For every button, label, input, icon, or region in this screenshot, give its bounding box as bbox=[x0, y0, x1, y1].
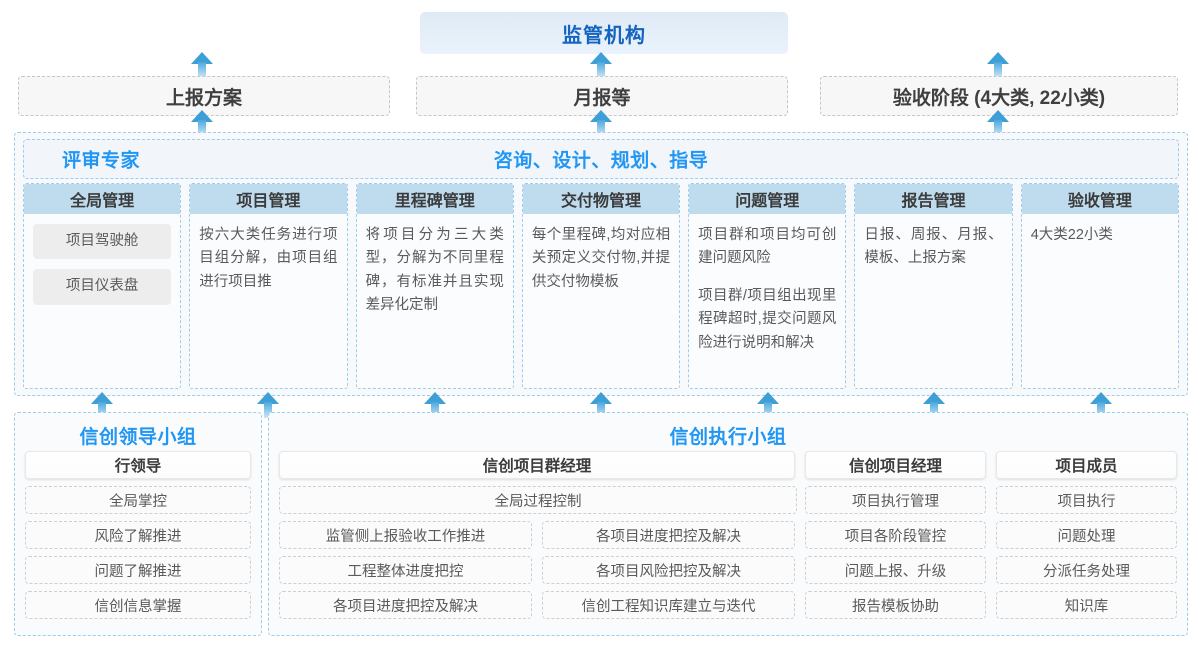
column-title: 问题管理 bbox=[689, 184, 846, 214]
arrow-up-report-0 bbox=[191, 52, 213, 78]
report-box-label: 验收阶段 (4大类, 22小类) bbox=[892, 87, 1106, 109]
list-item[interactable]: 各项目进度把控及解决 bbox=[542, 521, 795, 549]
arrow-up-col-0 bbox=[91, 392, 113, 418]
column-paragraph: 按六大类任务进行项目组分解，由项目组进行项目推 bbox=[199, 227, 338, 290]
project-member-column: 项目成员 项目执行 问题处理 分派任务处理 知识库 bbox=[996, 451, 1177, 619]
list-item[interactable]: 信创工程知识库建立与迭代 bbox=[542, 591, 795, 619]
leadership-group-panel: 信创领导小组 行领导 全局掌控 风险了解推进 问题了解推进 信创信息掌握 bbox=[14, 412, 262, 636]
arrow-up-col-1 bbox=[257, 392, 279, 418]
column-paragraph: 日报、周报、月报、模板、上报方案 bbox=[864, 227, 1003, 267]
column-title: 验收管理 bbox=[1021, 184, 1178, 214]
list-item[interactable]: 监管侧上报验收工作推进 bbox=[279, 521, 532, 549]
arrow-up-mid-to-report-1 bbox=[590, 110, 612, 136]
list-item[interactable]: 项目执行管理 bbox=[805, 486, 986, 514]
arrow-up-mid-to-report-2 bbox=[987, 110, 1009, 136]
capability-column-global[interactable]: 全局管理 项目驾驶舱 项目仪表盘 bbox=[23, 183, 182, 389]
capability-column-milestone[interactable]: 里程碑管理 将项目分为三大类型，分解为不同里程碑，有标准并且实现差异化定制 bbox=[355, 183, 514, 389]
role-header-program-manager[interactable]: 信创项目群经理 bbox=[279, 451, 795, 479]
column-body: 日报、周报、月报、模板、上报方案 bbox=[855, 214, 1011, 388]
column-paragraph: 将项目分为三大类型，分解为不同里程碑，有标准并且实现差异化定制 bbox=[365, 227, 504, 314]
column-paragraph: 每个里程碑,均对应相关预定义交付物,并提供交付物模板 bbox=[531, 227, 671, 290]
report-box-label: 上报方案 bbox=[165, 87, 242, 109]
capability-column-report[interactable]: 报告管理 日报、周报、月报、模板、上报方案 bbox=[854, 183, 1013, 389]
duty-row: 监管侧上报验收工作推进 各项目进度把控及解决 bbox=[279, 521, 795, 549]
banner-review-experts: 评审专家 bbox=[62, 150, 141, 172]
capability-column-acceptance[interactable]: 验收管理 4大类22小类 bbox=[1020, 183, 1179, 389]
chip-item[interactable]: 项目驾驶舱 bbox=[33, 224, 172, 260]
list-item[interactable]: 项目执行 bbox=[996, 486, 1177, 514]
arrow-up-mid-to-report-0 bbox=[191, 110, 213, 136]
list-item[interactable]: 问题上报、升级 bbox=[805, 556, 986, 584]
leadership-group-stack: 行领导 全局掌控 风险了解推进 问题了解推进 信创信息掌握 bbox=[25, 451, 251, 626]
list-item[interactable]: 项目各阶段管控 bbox=[805, 521, 986, 549]
column-title: 里程碑管理 bbox=[356, 184, 513, 214]
role-header-project-manager[interactable]: 信创项目经理 bbox=[805, 451, 986, 479]
list-item[interactable]: 报告模板协助 bbox=[805, 591, 986, 619]
list-item[interactable]: 工程整体进度把控 bbox=[279, 556, 532, 584]
column-body: 将项目分为三大类型，分解为不同里程碑，有标准并且实现差异化定制 bbox=[357, 214, 513, 388]
list-item[interactable]: 信创信息掌握 bbox=[25, 591, 251, 619]
role-header-bank-leader[interactable]: 行领导 bbox=[25, 451, 251, 479]
capability-column-issue[interactable]: 问题管理 项目群和项目均可创建问题风险 项目群/项目组出现里程碑超时,提交问题风… bbox=[688, 183, 847, 389]
column-paragraph: 项目群和项目均可创建问题风险 bbox=[698, 227, 837, 267]
report-box-label: 月报等 bbox=[573, 87, 631, 109]
list-item[interactable]: 分派任务处理 bbox=[996, 556, 1177, 584]
project-manager-column: 信创项目经理 项目执行管理 项目各阶段管控 问题上报、升级 报告模板协助 bbox=[805, 451, 986, 619]
column-paragraph: 4大类22小类 bbox=[1030, 227, 1113, 243]
list-item[interactable]: 全局过程控制 bbox=[279, 486, 797, 514]
arrow-up-report-1 bbox=[590, 52, 612, 78]
regulator-label: 监管机构 bbox=[562, 24, 646, 47]
list-item[interactable]: 知识库 bbox=[996, 591, 1177, 619]
arrow-up-col-2 bbox=[424, 392, 446, 418]
capability-banner: 评审专家 咨询、设计、规划、指导 bbox=[23, 139, 1179, 179]
duty-row: 工程整体进度把控 各项目风险把控及解决 bbox=[279, 556, 795, 584]
capability-panel: 评审专家 咨询、设计、规划、指导 全局管理 项目驾驶舱 项目仪表盘 项目管理 按… bbox=[14, 132, 1188, 396]
column-title: 交付物管理 bbox=[522, 184, 680, 214]
column-body: 4大类22小类 bbox=[1022, 214, 1178, 388]
leadership-group-title: 信创领导小组 bbox=[79, 427, 197, 448]
role-header-project-member[interactable]: 项目成员 bbox=[996, 451, 1177, 479]
column-title: 项目管理 bbox=[190, 184, 347, 214]
execution-group-grid: 信创项目群经理 全局过程控制 监管侧上报验收工作推进 各项目进度把控及解决 工程… bbox=[279, 451, 1177, 619]
column-body: 项目驾驶舱 项目仪表盘 bbox=[24, 214, 180, 388]
column-body: 按六大类任务进行项目组分解，由项目组进行项目推 bbox=[190, 214, 346, 388]
list-item[interactable]: 风险了解推进 bbox=[25, 521, 251, 549]
column-paragraph: 项目群/项目组出现里程碑超时,提交问题风险进行说明和解决 bbox=[698, 287, 837, 351]
arrow-up-col-3 bbox=[590, 392, 612, 418]
list-item[interactable]: 问题了解推进 bbox=[25, 556, 251, 584]
banner-consulting: 咨询、设计、规划、指导 bbox=[493, 150, 709, 172]
column-title: 全局管理 bbox=[24, 184, 181, 214]
arrow-up-col-5 bbox=[923, 392, 945, 418]
arrow-up-col-4 bbox=[757, 392, 779, 418]
column-body: 项目群和项目均可创建问题风险 项目群/项目组出现里程碑超时,提交问题风险进行说明… bbox=[689, 214, 845, 388]
report-box-acceptance: 验收阶段 (4大类, 22小类) bbox=[820, 76, 1178, 116]
program-manager-column: 信创项目群经理 全局过程控制 监管侧上报验收工作推进 各项目进度把控及解决 工程… bbox=[279, 451, 797, 619]
list-item[interactable]: 全局掌控 bbox=[25, 486, 251, 514]
duty-row: 各项目进度把控及解决 信创工程知识库建立与迭代 bbox=[279, 591, 795, 619]
capability-columns: 全局管理 项目驾驶舱 项目仪表盘 项目管理 按六大类任务进行项目组分解，由项目组… bbox=[23, 183, 1179, 389]
regulator-box: 监管机构 bbox=[420, 12, 788, 54]
chip-item[interactable]: 项目仪表盘 bbox=[33, 269, 172, 305]
list-item[interactable]: 各项目进度把控及解决 bbox=[279, 591, 532, 619]
arrow-up-report-2 bbox=[987, 52, 1009, 78]
capability-column-project[interactable]: 项目管理 按六大类任务进行项目组分解，由项目组进行项目推 bbox=[189, 183, 348, 389]
execution-group-title: 信创执行小组 bbox=[669, 427, 787, 448]
column-title: 报告管理 bbox=[855, 184, 1012, 214]
execution-group-panel: 信创执行小组 信创项目群经理 全局过程控制 监管侧上报验收工作推进 各项目进度把… bbox=[268, 412, 1188, 636]
report-box-plan: 上报方案 bbox=[18, 76, 390, 116]
capability-column-deliverable[interactable]: 交付物管理 每个里程碑,均对应相关预定义交付物,并提供交付物模板 bbox=[521, 183, 681, 389]
list-item[interactable]: 各项目风险把控及解决 bbox=[542, 556, 795, 584]
list-item[interactable]: 问题处理 bbox=[996, 521, 1177, 549]
column-body: 每个里程碑,均对应相关预定义交付物,并提供交付物模板 bbox=[523, 214, 679, 388]
arrow-up-col-6 bbox=[1090, 392, 1112, 418]
